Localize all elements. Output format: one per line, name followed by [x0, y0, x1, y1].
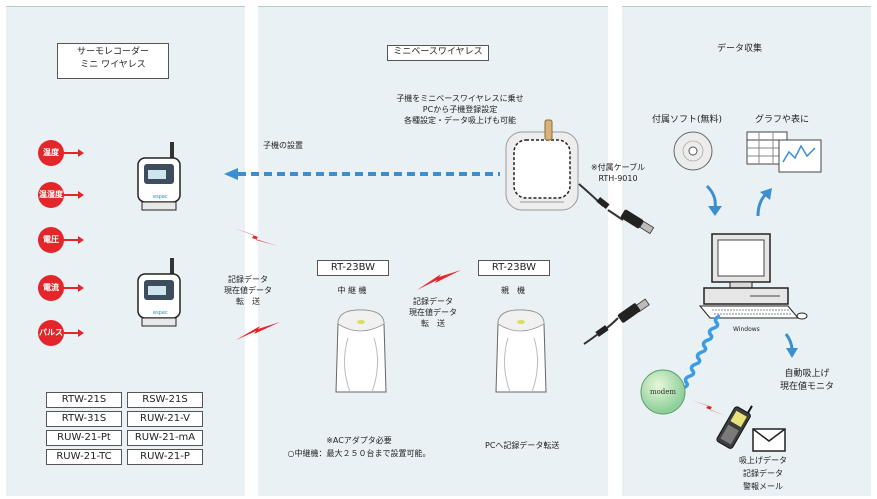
model-cell: RUW-21-mA [127, 430, 203, 446]
note-line: ○中継機：最大２５０台まで設置可能。 [287, 449, 431, 458]
arrow-down-icon [784, 333, 798, 358]
auto-label: 自動吸上げ 現在値モニタ [772, 368, 842, 394]
model-cell: RTW-31S [46, 411, 122, 427]
transfer-label-left: 記録データ 現在値データ 転 送 [220, 274, 276, 307]
parent-device-icon [495, 309, 547, 393]
relay-model-box: RT-23BW [317, 260, 389, 276]
mail-label-box: 記録データ [743, 469, 783, 478]
sensor-badge: 電流 [38, 275, 64, 301]
modem-icon [640, 369, 686, 415]
transfer-line: 記録データ [228, 275, 268, 284]
auto-line: 現在値モニタ [779, 382, 834, 392]
mail-label-box: 吸上げデータ [739, 456, 787, 465]
model-cell: RSW-21S [127, 392, 203, 408]
model-cell: RUW-21-Pt [46, 430, 122, 446]
cable-line: RTH-9010 [598, 174, 638, 183]
setup-line: 各種設定・データ吸上げも可能 [404, 116, 516, 125]
software-label: 付属ソフト(無料) [652, 115, 723, 125]
transfer-line: 転 送 [236, 297, 260, 306]
panel-recorders [6, 6, 245, 496]
note-text: ※ACアダプタ必要 ○中継機：最大２５０台まで設置可能。 [284, 435, 434, 459]
data-collection-title: データ収集 [717, 44, 763, 54]
relay-name: 中 継 機 [337, 286, 367, 295]
cable-line: ※付属ケーブル [590, 163, 646, 172]
note-line: ※ACアダプタ必要 [326, 436, 392, 445]
wireless-signal-icon [417, 270, 461, 290]
recorder-title-line2: ミニ ワイヤレス [80, 60, 146, 70]
usb-cable-icon [578, 183, 655, 235]
recorder-device-icon: espec [137, 142, 181, 211]
model-cell: RUW-21-V [127, 411, 203, 427]
sensor-badge: 温湿度 [38, 182, 64, 208]
computer-icon [698, 233, 808, 320]
coil-cable-icon [674, 314, 721, 393]
spreadsheet-chart-icon [746, 131, 822, 173]
panel-base-wireless [258, 6, 608, 496]
parent-name: 親 機 [501, 286, 525, 295]
sensor-badge: 電圧 [38, 227, 64, 253]
svg-text:espec: espec [153, 310, 168, 316]
sensor-badge: 温度 [38, 140, 64, 166]
install-label: 子機の設置 [263, 141, 303, 150]
transfer-line: 現在値データ [224, 286, 272, 295]
mobile-phone-icon [716, 405, 753, 449]
svg-text:espec: espec [153, 194, 168, 200]
parent-model-box: RT-23BW [478, 260, 550, 276]
model-cell: RUW-21-P [127, 449, 203, 465]
model-cell: RTW-21S [46, 392, 122, 408]
setup-line: PCから子機登録設定 [422, 105, 498, 114]
arrow-right-icon [78, 191, 84, 199]
transfer-line: 転 送 [421, 319, 445, 328]
wireless-signal-icon [234, 228, 278, 246]
arrow-right-icon [78, 149, 84, 157]
recorder-title-line1: サーモレコーダー [76, 47, 149, 57]
relay-device-icon [335, 309, 387, 393]
cable-label: ※付属ケーブル RTH-9010 [584, 162, 652, 184]
wireless-signal-icon [236, 322, 280, 340]
graph-label: グラフや表に [755, 115, 810, 125]
setup-description: 子機をミニベースワイヤレスに乗せ PCから子機登録設定 各種設定・データ吸上げも… [380, 93, 540, 126]
base-wireless-title: ミニベースワイヤレス [387, 45, 489, 61]
transfer-label-middle: 記録データ 現在値データ 転 送 [403, 296, 463, 329]
modem-label: modem [649, 388, 677, 396]
auto-line: 自動吸上げ [784, 369, 830, 379]
usb-cable-icon [583, 298, 650, 345]
arrow-right-icon [78, 236, 84, 244]
mail-icon [752, 428, 786, 452]
base-cradle-icon [505, 119, 579, 211]
windows-label: Windows [733, 326, 760, 333]
cd-icon [673, 131, 713, 171]
mail-label-box: 警報メール [743, 482, 783, 491]
install-arrow [224, 168, 500, 180]
model-cell: RUW-21-TC [46, 449, 122, 465]
arrow-down-icon [705, 184, 722, 216]
pc-transfer-label: PCへ記録データ転送 [485, 441, 560, 450]
transfer-line: 記録データ [413, 297, 453, 306]
arrow-up-icon [756, 188, 772, 217]
setup-line: 子機をミニベースワイヤレスに乗せ [396, 94, 524, 103]
wireless-signal-icon [692, 400, 726, 416]
sensor-badge: パルス [38, 320, 64, 346]
recorder-device-icon: espec [137, 258, 181, 327]
arrow-right-icon [78, 284, 84, 292]
recorder-title-box: サーモレコーダー ミニ ワイヤレス [57, 43, 169, 79]
arrow-right-icon [78, 329, 84, 337]
transfer-line: 現在値データ [409, 308, 457, 317]
